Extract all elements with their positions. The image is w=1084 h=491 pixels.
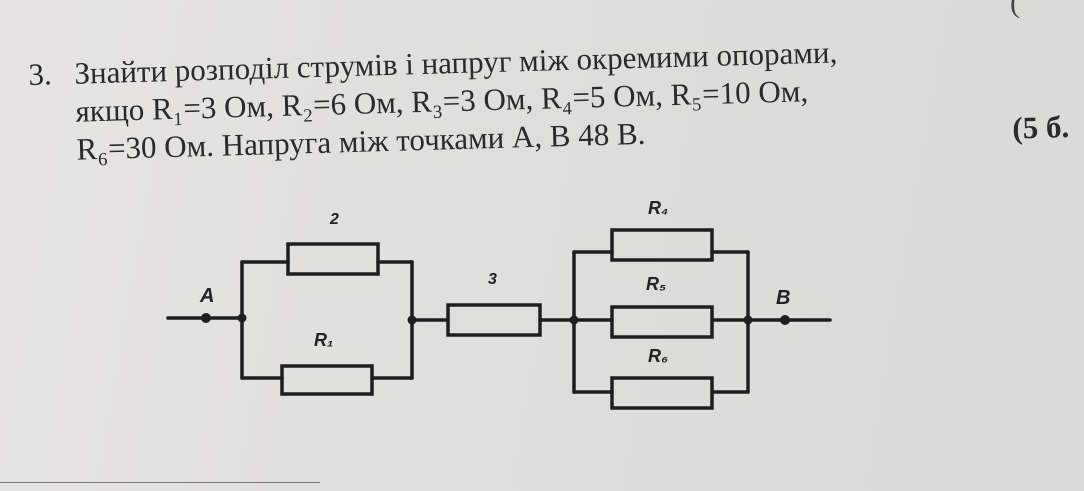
node-a-dot	[201, 313, 211, 323]
label-resistor-middle: 3	[488, 271, 497, 288]
resistor-r1	[280, 364, 374, 396]
node-mid-right-dot	[569, 315, 579, 325]
label-a: A	[199, 285, 214, 307]
resistor-r4	[610, 228, 714, 262]
node-right-dot	[743, 315, 753, 325]
label-b: B	[776, 287, 790, 309]
label-resistor-r6: R₆	[648, 346, 668, 366]
resistor-r5	[610, 305, 714, 339]
resistor-middle	[446, 303, 542, 337]
corner-mark: (	[1010, 0, 1020, 19]
label-resistor-r4: R₄	[648, 198, 668, 218]
label-resistor-r5: R₅	[646, 274, 666, 294]
label-resistor-r1: R₁	[314, 330, 333, 350]
resistor-top-left	[286, 242, 380, 276]
label-resistor-top: 2	[329, 211, 339, 228]
bottom-rule	[0, 482, 320, 483]
node-b-dot	[780, 315, 790, 325]
node-mid-left-dot	[407, 315, 417, 325]
resistor-r6	[610, 376, 714, 410]
node-left-dot	[237, 313, 247, 323]
